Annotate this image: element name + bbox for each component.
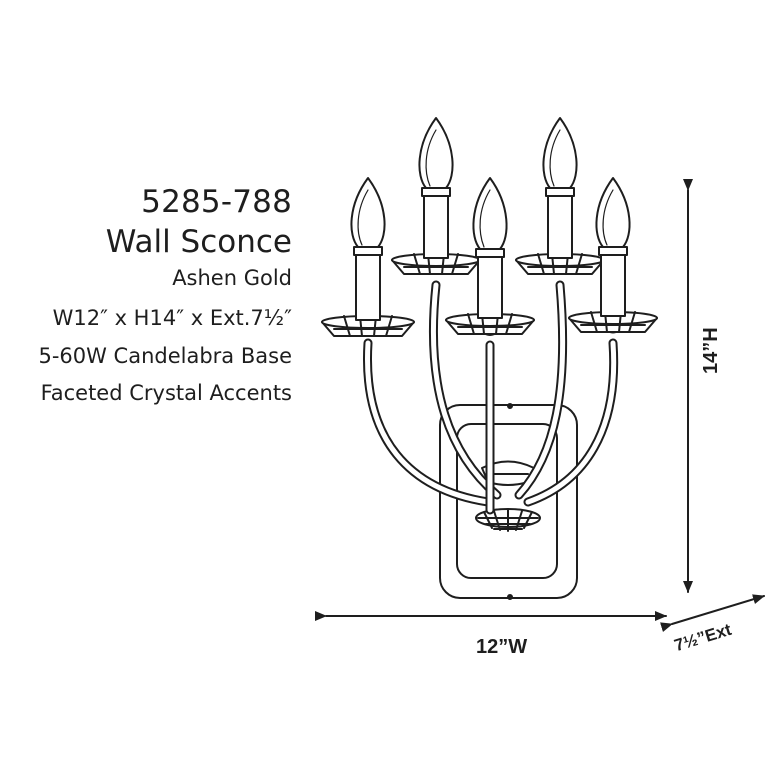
sconce-arms (363, 280, 619, 515)
dimensions-text: W12″ x H14″ x Ext.7½″ (52, 306, 292, 330)
extension-arrow (660, 594, 765, 632)
accents-text: Faceted Crystal Accents (40, 381, 292, 405)
candle-left-high (391, 117, 481, 275)
product-type: Wall Sconce (105, 224, 292, 260)
candle-left-low (321, 177, 415, 337)
candle-right-high (515, 117, 605, 275)
height-label: 14”H (700, 327, 722, 374)
candle-right-low (568, 177, 658, 334)
finish-text: Ashen Gold (172, 266, 292, 290)
candle-center (445, 177, 535, 336)
model-number: 5285-788 (141, 184, 292, 220)
bulb-text: 5-60W Candelabra Base (38, 344, 292, 368)
width-label: 12”W (476, 636, 528, 658)
